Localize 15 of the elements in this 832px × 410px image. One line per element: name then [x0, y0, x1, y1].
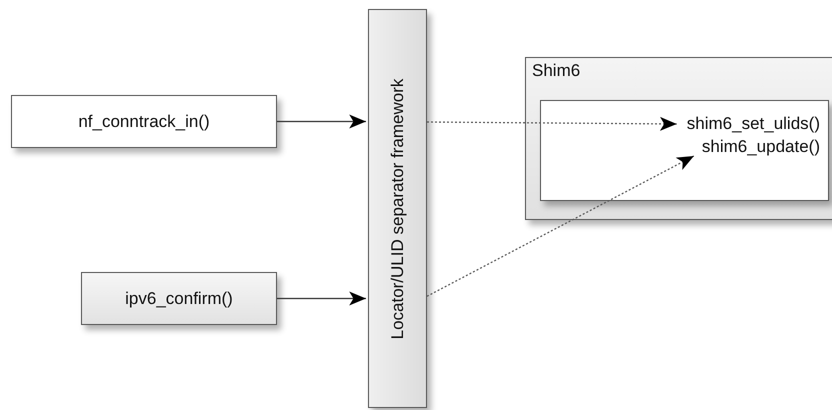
function-label: shim6_update() [702, 137, 820, 157]
arrow [426, 155, 694, 297]
arrow [277, 292, 366, 306]
function-group-box [540, 100, 829, 201]
function-label: ipv6_confirm() [125, 288, 233, 308]
arrow [427, 116, 677, 131]
container-title: Shim6 [532, 61, 580, 81]
framework-band [368, 9, 427, 408]
function-label: shim6_set_ulids() [686, 114, 820, 134]
function-box [11, 95, 277, 148]
function-box [81, 272, 277, 325]
module-container [525, 57, 832, 220]
function-label: nf_conntrack_in() [78, 112, 210, 132]
arrow [277, 114, 366, 128]
band-label: Locator/ULID separator framework [388, 78, 408, 339]
